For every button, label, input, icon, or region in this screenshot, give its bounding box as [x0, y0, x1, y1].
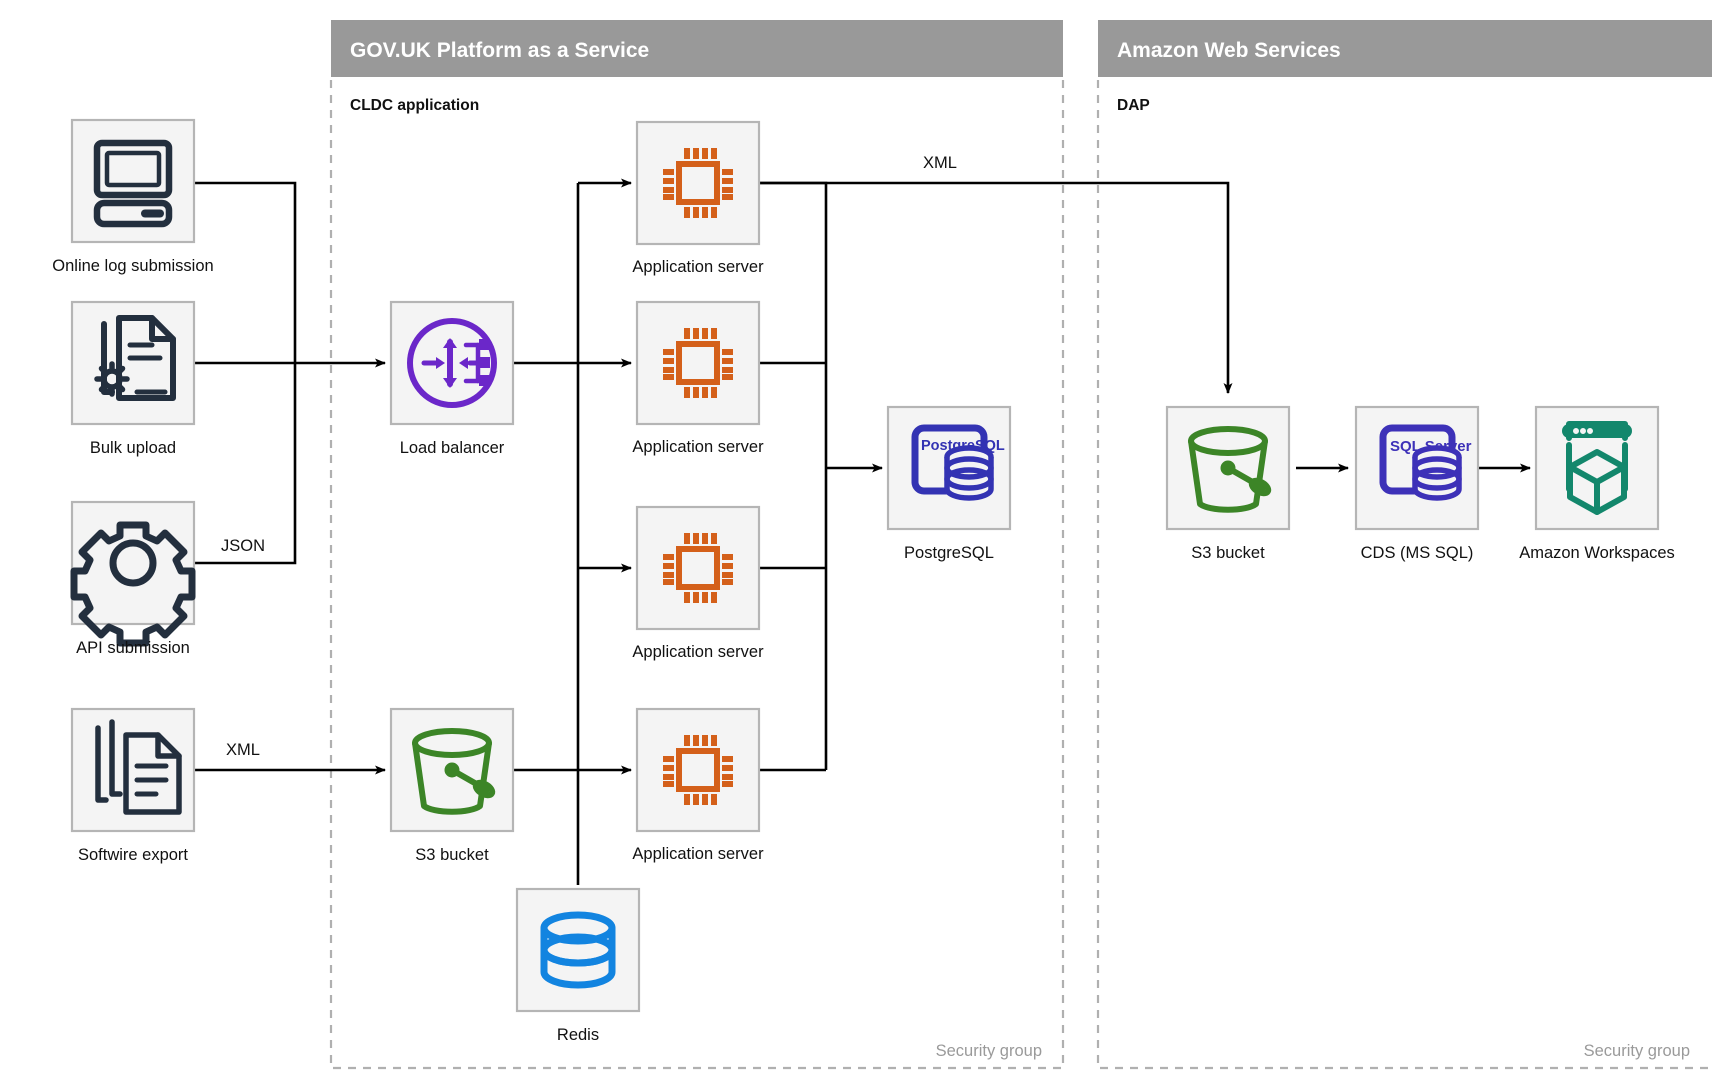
- online-log-submission-label: Online log submission: [52, 257, 213, 275]
- node-app-server-4[interactable]: Application server: [632, 707, 764, 863]
- aws-header-band: [1098, 20, 1712, 77]
- xml-softwire-edge-label: XML: [226, 741, 260, 759]
- documents-stack-icon: [95, 719, 182, 815]
- node-api-submission[interactable]: API submission: [70, 500, 196, 657]
- aws-subtitle: DAP: [1117, 97, 1150, 114]
- node-app-server-2[interactable]: Application server: [632, 300, 764, 456]
- node-app-server-1[interactable]: Application server: [632, 120, 764, 276]
- softwire-export-label: Softwire export: [78, 846, 188, 864]
- app-server-3-box[interactable]: [635, 505, 761, 631]
- load-balancer-label: Load balancer: [400, 439, 505, 457]
- s3-bucket-aws-label: S3 bucket: [1191, 544, 1265, 562]
- amazon-workspaces-label: Amazon Workspaces: [1519, 544, 1675, 562]
- node-s3-bucket-paas[interactable]: S3 bucket: [389, 707, 515, 864]
- postgresql-icon: PostgreSQL: [911, 424, 1005, 501]
- node-cds-ms-sql[interactable]: SQL Server CDS (MS SQL): [1354, 405, 1480, 562]
- edge-api-to-lb: [193, 363, 297, 565]
- redis-box[interactable]: [515, 887, 641, 1013]
- xml-export-edge-label: XML: [923, 154, 957, 172]
- paas-header-band: [331, 20, 1063, 77]
- edge-app-collector-spine: [759, 181, 828, 770]
- cpu-chip-icon: [663, 328, 733, 398]
- app-server-4-box[interactable]: [635, 707, 761, 833]
- app-server-2-box[interactable]: [635, 300, 761, 426]
- paas-header-title: GOV.UK Platform as a Service: [350, 39, 649, 62]
- node-s3-bucket-aws[interactable]: S3 bucket: [1165, 405, 1291, 562]
- paas-security-group-label: Security group: [936, 1042, 1042, 1060]
- paas-security-boundary: [329, 80, 1065, 1070]
- node-load-balancer[interactable]: Load balancer: [389, 300, 515, 457]
- app-server-1-box[interactable]: [635, 120, 761, 246]
- app-server-1-label: Application server: [632, 258, 764, 276]
- group-amazon-web-services: Amazon Web Services DAP Security group: [1096, 20, 1712, 1070]
- s3-bucket-paas-label: S3 bucket: [415, 846, 489, 864]
- aws-header-title: Amazon Web Services: [1117, 39, 1341, 62]
- aws-security-group-label: Security group: [1584, 1042, 1690, 1060]
- cpu-chip-icon: [663, 148, 733, 218]
- node-app-server-3[interactable]: Application server: [632, 505, 764, 661]
- redis-label: Redis: [557, 1026, 599, 1044]
- app-server-3-label: Application server: [632, 643, 764, 661]
- paas-subtitle: CLDC application: [350, 97, 479, 114]
- bulk-upload-label: Bulk upload: [90, 439, 176, 457]
- sql-server-icon: SQL Server: [1379, 424, 1472, 501]
- node-bulk-upload[interactable]: Bulk upload: [70, 300, 196, 457]
- app-server-4-label: Application server: [632, 845, 764, 863]
- load-balancer-icon: [407, 318, 497, 408]
- database-cylinder-icon: [540, 911, 616, 989]
- workspaces-cube-icon: [1562, 421, 1632, 515]
- document-gear-icon: [94, 315, 176, 401]
- bucket-icon: [412, 728, 496, 815]
- app-server-2-label: Application server: [632, 438, 764, 456]
- edge-online-log-to-lb: [193, 181, 297, 363]
- postgresql-label: PostgreSQL: [904, 544, 994, 562]
- group-govuk-paas: GOV.UK Platform as a Service CLDC applic…: [329, 20, 1065, 1070]
- cpu-chip-icon: [663, 735, 733, 805]
- node-redis[interactable]: Redis: [515, 887, 641, 1044]
- api-submission-label: API submission: [76, 639, 190, 657]
- cds-ms-sql-label: CDS (MS SQL): [1361, 544, 1474, 562]
- edge-app1-xml-to-s3: [759, 181, 1233, 394]
- node-online-log-submission[interactable]: Online log submission: [52, 118, 214, 275]
- node-softwire-export[interactable]: Softwire export: [70, 707, 196, 864]
- gear-icon: [70, 521, 196, 647]
- cpu-chip-icon: [663, 533, 733, 603]
- connectors: [193, 178, 1531, 885]
- json-edge-label: JSON: [221, 537, 265, 555]
- aws-security-boundary: [1096, 80, 1712, 1070]
- desktop-computer-icon: [93, 139, 173, 228]
- node-postgresql[interactable]: PostgreSQL PostgreSQL: [886, 405, 1012, 562]
- node-amazon-workspaces[interactable]: Amazon Workspaces: [1519, 405, 1675, 562]
- bucket-icon: [1188, 426, 1272, 513]
